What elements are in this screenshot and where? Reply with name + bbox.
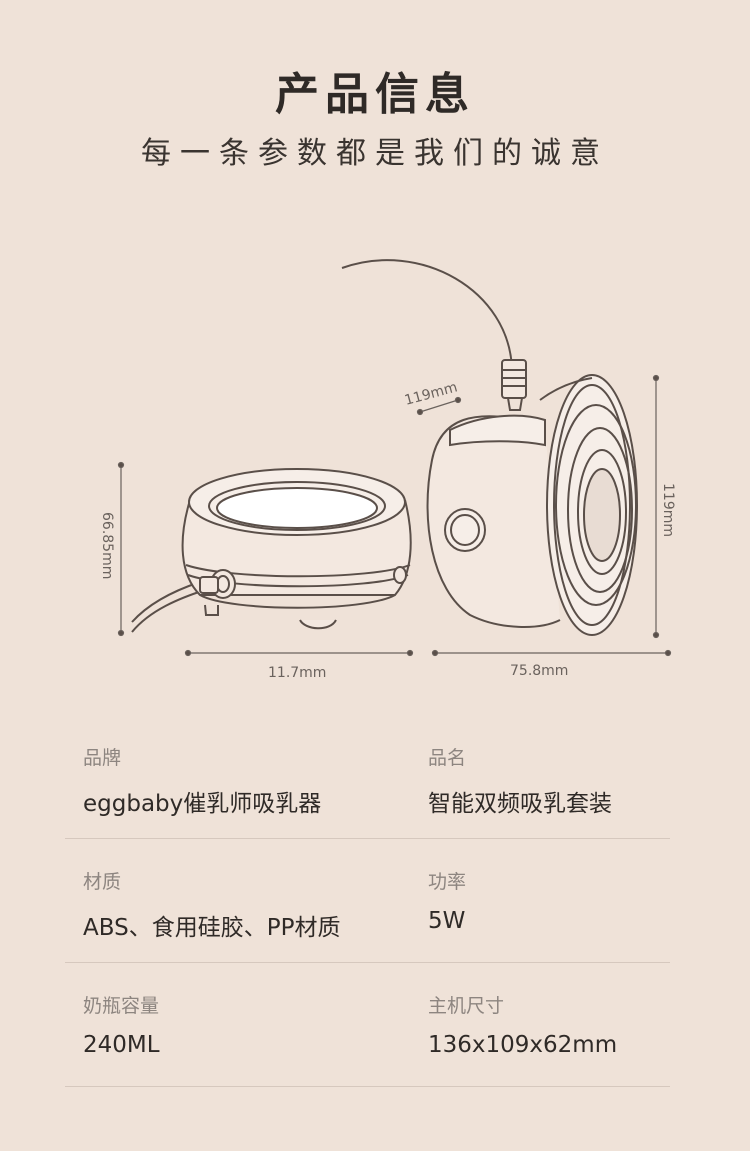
spec-label: 品名 xyxy=(428,747,467,769)
spec-label: 功率 xyxy=(428,871,467,893)
spec-cell-material: 材质 ABS、食用硅胶、PP材质 xyxy=(83,867,340,942)
spec-value: 240ML xyxy=(83,1032,160,1058)
spec-row: 奶瓶容量 240ML 主机尺寸 136x109x62mm xyxy=(65,963,670,1087)
spec-value: 136x109x62mm xyxy=(428,1032,618,1058)
dim-label-height-right: 119mm xyxy=(660,483,676,537)
page-title: 产品信息 xyxy=(275,69,475,120)
dim-label-depth: 119mm xyxy=(403,379,459,408)
spec-label: 材质 xyxy=(83,871,122,893)
spec-row: 品牌 eggbaby催乳师吸乳器 品名 智能双频吸乳套装 xyxy=(65,715,670,839)
spec-cell-host-size: 主机尺寸 136x109x62mm xyxy=(428,991,617,1058)
spec-cell-bottle-capacity: 奶瓶容量 240ML xyxy=(83,991,160,1058)
dim-label-width-left: 11.7mm xyxy=(268,665,326,681)
spec-cell-power: 功率 5W xyxy=(428,867,466,934)
product-illustration: 66.85mm 11.7mm 75.8mm 119mm 119mm xyxy=(99,259,676,681)
spec-label: 奶瓶容量 xyxy=(83,995,160,1017)
dim-label-width-right: 75.8mm xyxy=(510,663,568,679)
spec-row: 材质 ABS、食用硅胶、PP材质 功率 5W xyxy=(65,839,670,963)
dim-label-height-left: 66.85mm xyxy=(99,512,115,579)
spec-cell-brand: 品牌 eggbaby催乳师吸乳器 xyxy=(83,743,321,818)
page-subtitle: 每一条参数都是我们的诚意 xyxy=(141,136,609,171)
main-unit-drawing xyxy=(131,468,412,633)
spec-label: 品牌 xyxy=(83,747,122,769)
spec-value: 5W xyxy=(428,908,466,934)
spec-value: ABS、食用硅胶、PP材质 xyxy=(83,915,341,941)
spec-label: 主机尺寸 xyxy=(428,995,505,1017)
spec-value: 智能双频吸乳套装 xyxy=(428,791,612,817)
spec-cell-product-name: 品名 智能双频吸乳套装 xyxy=(428,743,612,818)
spec-value: eggbaby催乳师吸乳器 xyxy=(83,791,322,817)
spec-table: 品牌 eggbaby催乳师吸乳器 品名 智能双频吸乳套装 材质 ABS、食用硅胶… xyxy=(65,715,670,1087)
cup-unit-drawing xyxy=(341,259,638,636)
